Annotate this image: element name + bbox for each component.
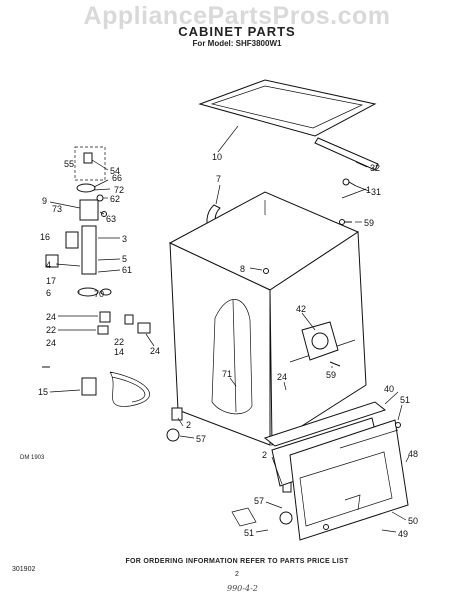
- ordering-note: FOR ORDERING INFORMATION REFER TO PARTS …: [125, 558, 349, 565]
- bracket-42: [301, 321, 341, 367]
- callout-62: 62: [110, 194, 120, 204]
- callout-40: 40: [384, 384, 394, 394]
- callout-24-d: 24: [277, 372, 287, 382]
- screw-31: [342, 178, 357, 187]
- callout-22-a: 22: [46, 325, 56, 335]
- screw-8: [263, 268, 269, 274]
- callout-24-c: 24: [150, 346, 160, 356]
- callout-73: 73: [52, 204, 62, 214]
- callout-labels: 10 32 31 1 59 7 8 42 59 55 54 66 72 62 6…: [38, 152, 418, 539]
- callout-48: 48: [408, 449, 418, 459]
- callout-31: 31: [371, 187, 381, 197]
- callout-55: 55: [64, 159, 74, 169]
- callout-66: 66: [112, 173, 122, 183]
- top-rail: [314, 137, 379, 171]
- callout-61: 61: [122, 265, 132, 275]
- callout-15: 15: [38, 387, 48, 397]
- callout-70: 70: [94, 289, 104, 299]
- callout-5: 5: [122, 254, 127, 264]
- callout-2-b: 2: [262, 450, 267, 460]
- callout-71: 71: [222, 369, 232, 379]
- diagram-code: DM 1903: [20, 455, 45, 461]
- top-panel: [198, 79, 377, 137]
- callout-24-a: 24: [46, 312, 56, 322]
- cabinet-body: [168, 191, 367, 446]
- callout-2-a: 2: [186, 420, 191, 430]
- leader-lines: [49, 125, 410, 533]
- callout-57-b: 57: [254, 496, 264, 506]
- screw-59-top: [339, 219, 352, 225]
- callout-51-b: 51: [244, 528, 254, 538]
- watermark: AppliancePartsPros.com: [83, 2, 391, 30]
- callout-17: 17: [46, 276, 56, 286]
- callout-1: 1: [366, 185, 371, 195]
- callout-16: 16: [40, 232, 50, 242]
- callout-8: 8: [240, 264, 245, 274]
- callout-32: 32: [370, 163, 380, 173]
- callout-63: 63: [106, 214, 116, 224]
- callout-4: 4: [46, 260, 51, 270]
- page-number: 2: [235, 571, 239, 578]
- callout-59-bottom: 59: [326, 370, 336, 380]
- access-panel: [289, 419, 409, 541]
- callout-9: 9: [42, 196, 47, 206]
- model-subtitle: For Model: SHF3800W1: [192, 39, 282, 48]
- callout-10: 10: [212, 152, 222, 162]
- callout-57-a: 57: [196, 434, 206, 444]
- callout-51-a: 51: [400, 395, 410, 405]
- callout-59-top: 59: [364, 218, 374, 228]
- pump-assembly: [42, 146, 151, 407]
- callout-42: 42: [296, 304, 306, 314]
- handwritten-mark: 990-4-2: [227, 584, 258, 593]
- page-title: CABINET PARTS: [178, 24, 296, 39]
- callout-14: 14: [114, 347, 124, 357]
- callout-22-b: 22: [114, 337, 124, 347]
- callout-24-b: 24: [46, 338, 56, 348]
- callout-49: 49: [398, 529, 408, 539]
- leveling-feet: [166, 407, 293, 527]
- callout-3: 3: [122, 234, 127, 244]
- callout-72: 72: [114, 185, 124, 195]
- callout-50: 50: [408, 516, 418, 526]
- callout-7: 7: [216, 174, 221, 184]
- callout-6: 6: [46, 288, 51, 298]
- callout-54: 54: [110, 166, 120, 176]
- document-code: 301902: [12, 566, 36, 573]
